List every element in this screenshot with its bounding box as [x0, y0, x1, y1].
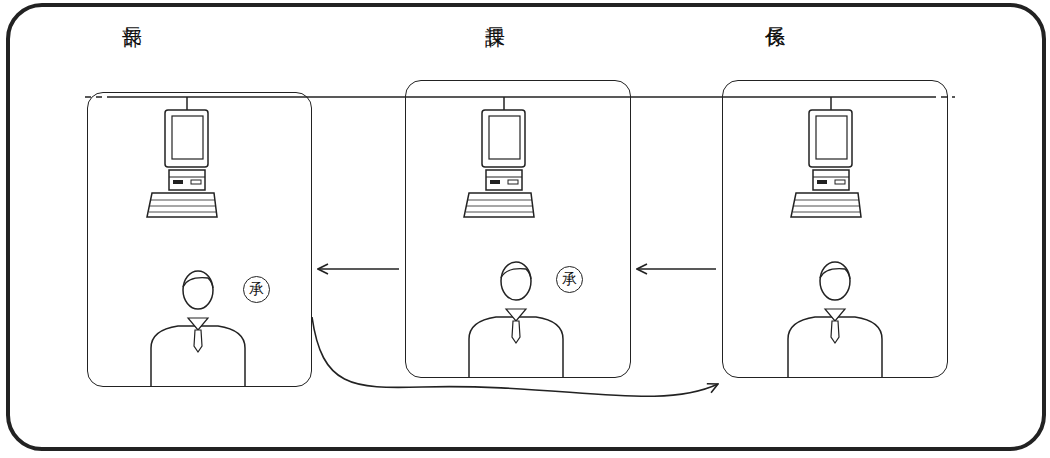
- flow-arrow: [637, 268, 716, 270]
- person-icon: [788, 262, 882, 378]
- approval-stamp: 承: [243, 276, 270, 303]
- person-icon: [469, 262, 563, 378]
- outer-frame: [8, 5, 1044, 449]
- approval-stamp: 承: [556, 266, 583, 293]
- computer-icon: [791, 97, 861, 217]
- network-line: [110, 96, 930, 98]
- computer-icon: [147, 97, 217, 217]
- person-box: 部長承: [87, 92, 312, 387]
- network-line-dashed: [930, 96, 955, 98]
- flow-arrow: [312, 317, 718, 396]
- network-line-dashed: [85, 96, 110, 98]
- person-icon: [151, 271, 245, 387]
- flow-arrow: [318, 268, 399, 270]
- stamp-text: 承: [249, 282, 264, 297]
- person-box: 係長: [722, 80, 948, 378]
- computer-icon: [464, 97, 534, 217]
- person-box: 課長承: [405, 80, 631, 378]
- stamp-text: 承: [562, 272, 577, 287]
